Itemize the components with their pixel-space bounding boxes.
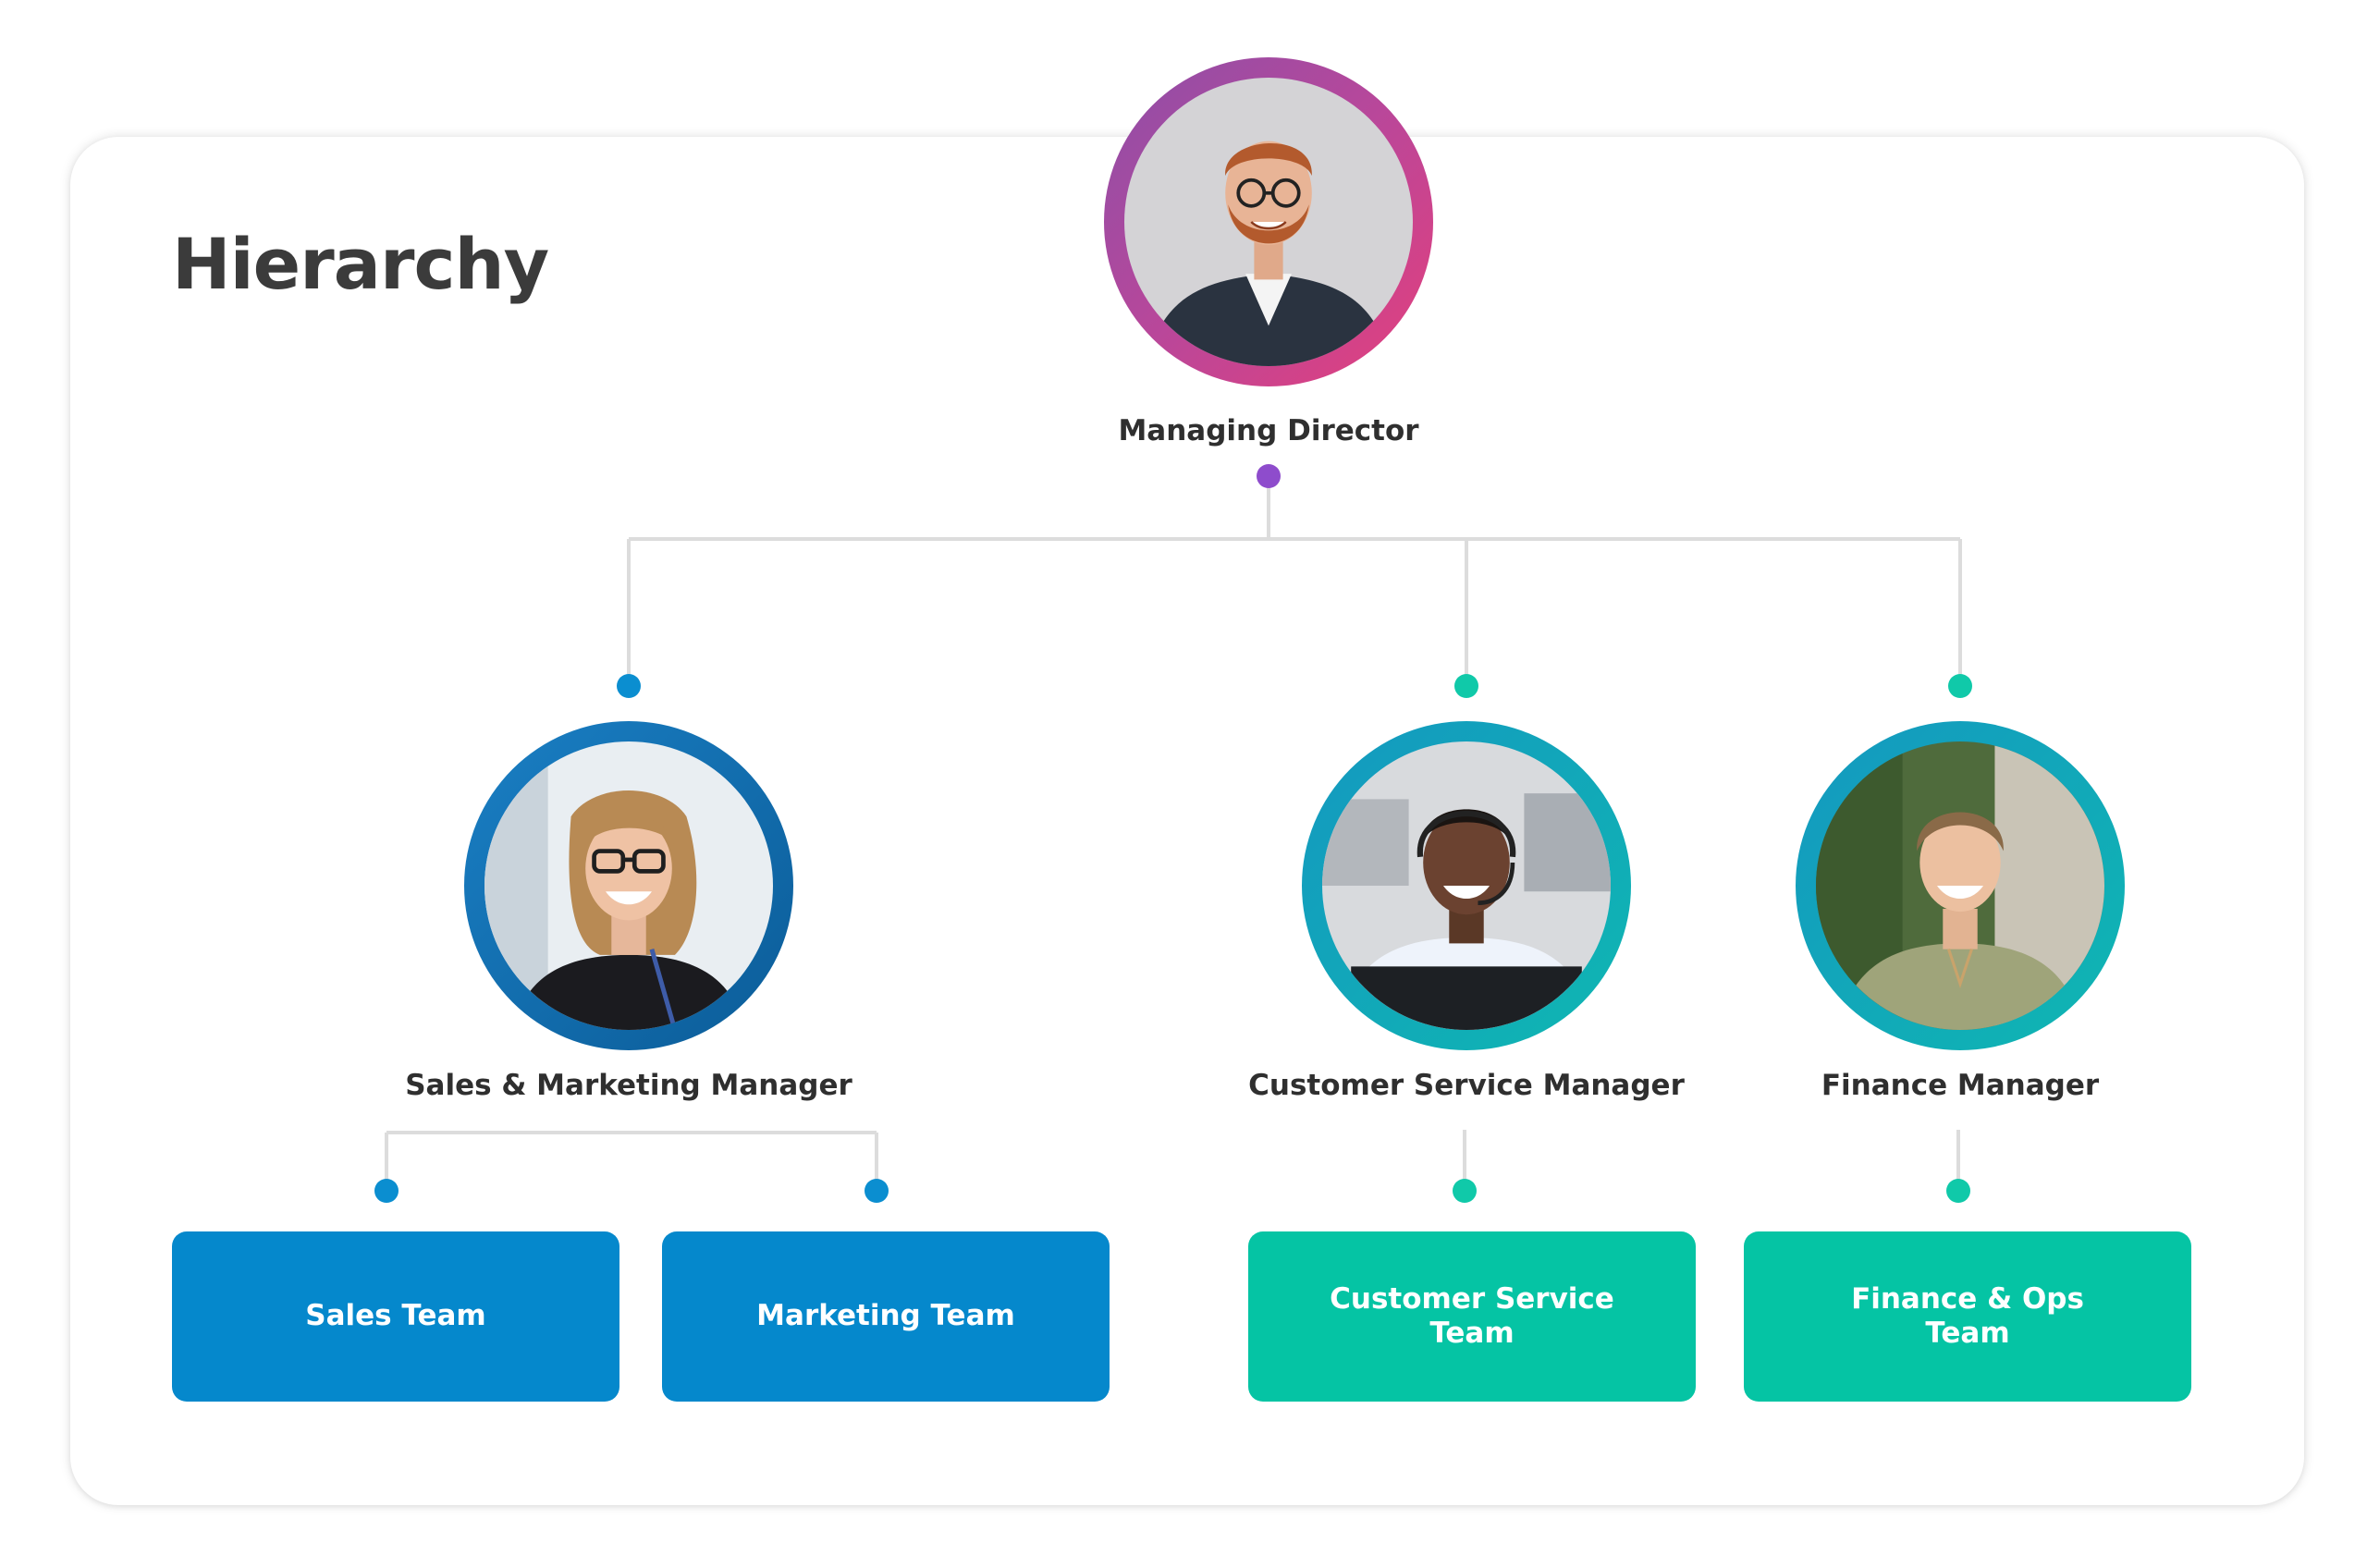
director-avatar	[1104, 57, 1433, 386]
marketing-team-dot	[865, 1179, 889, 1203]
sales-marketing-manager-role-label: Sales & Marketing Manager	[405, 1069, 852, 1102]
customer-service-manager-dot	[1454, 674, 1478, 698]
marketing-team-box[interactable]: Marketing Team	[662, 1231, 1110, 1402]
customer-service-team-dot	[1453, 1179, 1477, 1203]
director-connector	[627, 476, 1962, 686]
finance-manager-dot	[1948, 674, 1972, 698]
man-with-beard-photo	[1124, 78, 1413, 366]
sales-marketing-manager-dot	[617, 674, 641, 698]
sales-team-dot	[374, 1179, 399, 1203]
finance-team-dot	[1946, 1179, 1970, 1203]
director-role-label: Managing Director	[1118, 414, 1419, 447]
customer-service-manager-avatar	[1302, 721, 1631, 1050]
sales-team-box[interactable]: Sales Team	[172, 1231, 619, 1402]
director-dot	[1257, 464, 1281, 488]
customer-service-manager-role-label: Customer Service Manager	[1248, 1069, 1685, 1102]
finance-manager-avatar	[1796, 721, 2125, 1050]
finance-manager-role-label: Finance Manager	[1821, 1069, 2100, 1102]
man-with-headset-photo	[1322, 741, 1611, 1030]
sales-marketing-manager-avatar	[464, 721, 793, 1050]
sales-marketing-connector	[385, 1131, 878, 1191]
finance-ops-team-box[interactable]: Finance & Ops Team	[1744, 1231, 2191, 1402]
woman-smiling-photo	[1816, 741, 2104, 1030]
page-title: Hierarchy	[172, 223, 549, 305]
customer-service-team-box[interactable]: Customer Service Team	[1248, 1231, 1696, 1402]
woman-with-glasses-photo	[484, 741, 773, 1030]
